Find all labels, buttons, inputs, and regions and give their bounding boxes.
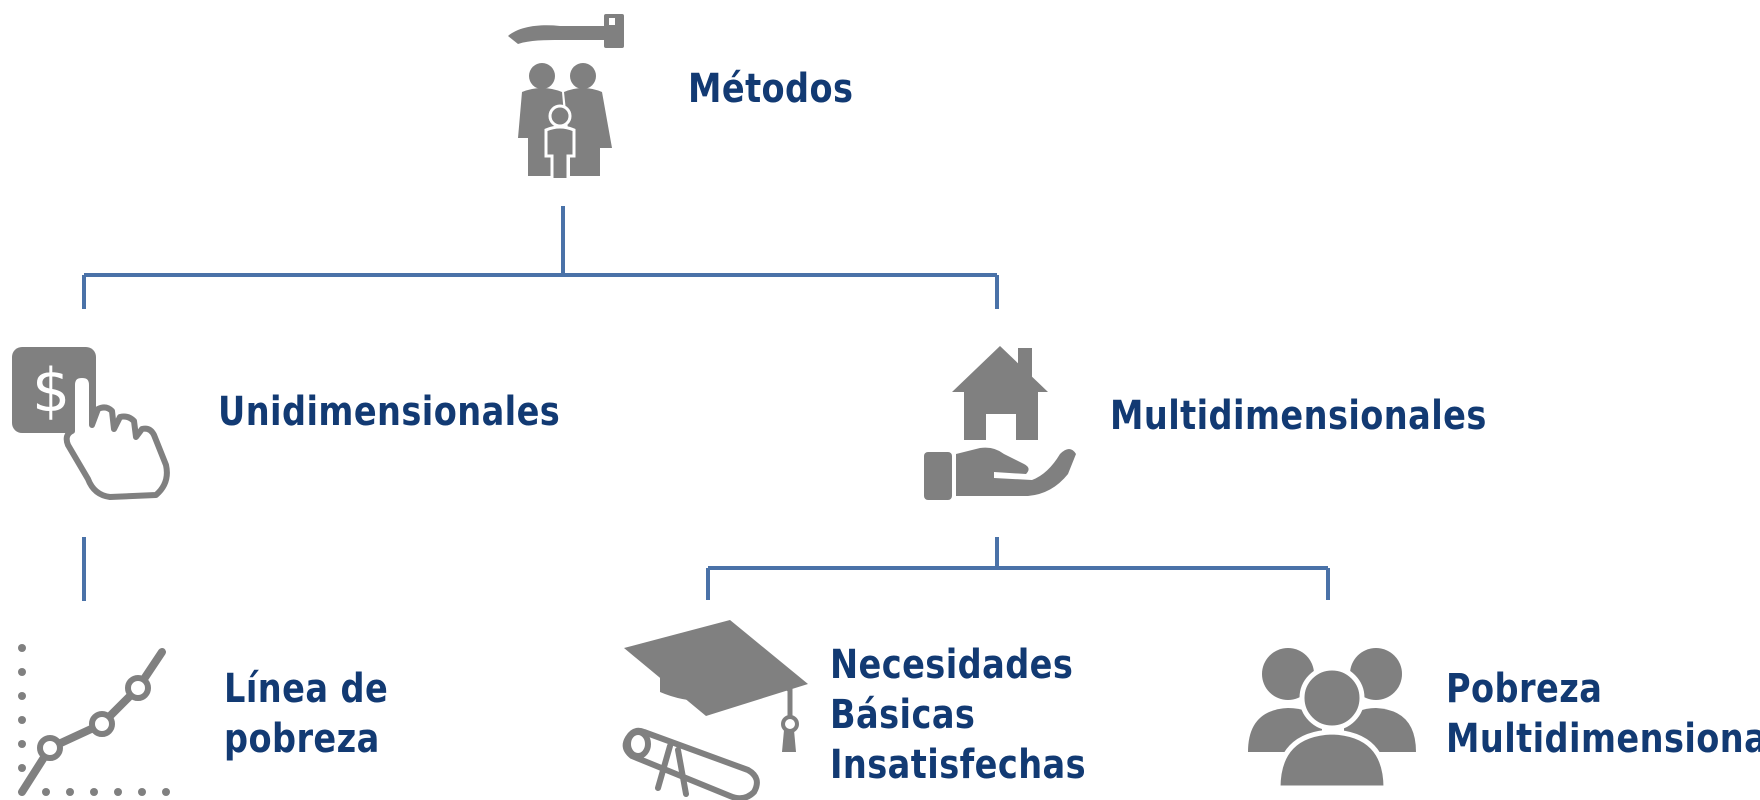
unmet-needs-label-line1: Necesidades <box>830 642 1074 688</box>
root-label: Métodos <box>688 64 853 114</box>
unmet-needs-label: Necesidades Básicas Insatisfechas <box>830 640 1086 790</box>
family-protection-icon <box>508 14 624 178</box>
dollar-touch-icon: $ <box>12 347 170 500</box>
line-chart-icon <box>18 644 170 796</box>
svg-text:$: $ <box>32 356 70 426</box>
multidim-poverty-label-line2: Multidimensional <box>1446 716 1760 762</box>
multidimensional-label-text: Multidimensionales <box>1110 393 1487 439</box>
poverty-line-label-line2: pobreza <box>224 716 380 762</box>
root-label-text: Métodos <box>688 66 854 112</box>
unmet-needs-label-line3: Insatisfechas <box>830 742 1087 788</box>
unidimensional-label-text: Unidimensionales <box>218 389 561 435</box>
unidimensional-label: Unidimensionales <box>218 387 560 437</box>
graduation-cap-diploma-icon <box>622 620 808 800</box>
house-in-hand-icon <box>924 346 1076 500</box>
multidim-poverty-label: Pobreza Multidimensional <box>1446 664 1760 764</box>
multidim-poverty-label-line1: Pobreza <box>1446 666 1603 712</box>
unmet-needs-label-line2: Básicas <box>830 692 976 738</box>
poverty-line-label-line1: Línea de <box>224 666 389 712</box>
people-group-icon <box>1248 648 1416 788</box>
multidimensional-label: Multidimensionales <box>1110 391 1487 441</box>
poverty-line-label: Línea de pobreza <box>224 664 388 764</box>
